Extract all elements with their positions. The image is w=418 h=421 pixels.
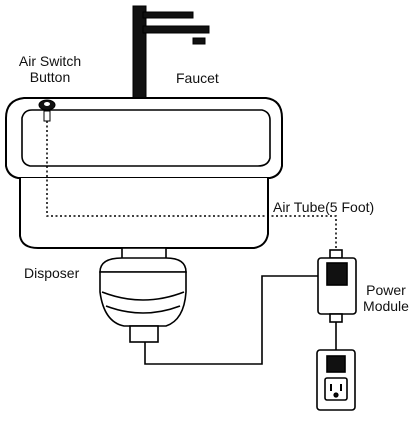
power-module-label-line1: Power [366, 282, 406, 298]
disposer-icon [99, 247, 187, 343]
faucet-label: Faucet [176, 70, 219, 86]
power-module-label: Power Module [358, 282, 414, 314]
air-tube-label: Air Tube(5 Foot) [273, 199, 375, 215]
air-switch-label-line2: Button [29, 69, 71, 86]
air-tube-line [46, 121, 337, 256]
air-switch-button-icon [38, 99, 56, 122]
disposer-label: Disposer [24, 265, 80, 281]
power-module-label-line2: Module [363, 298, 409, 315]
power-module-icon [317, 249, 357, 323]
air-switch-label: Air Switch Button [10, 53, 90, 85]
sink-basin [21, 109, 271, 167]
wall-outlet-icon [316, 349, 356, 411]
disposer-power-cord [144, 275, 318, 365]
faucet-icon [127, 5, 210, 106]
sink-bowl [19, 178, 269, 249]
air-switch-label-line1: Air Switch [18, 53, 82, 69]
